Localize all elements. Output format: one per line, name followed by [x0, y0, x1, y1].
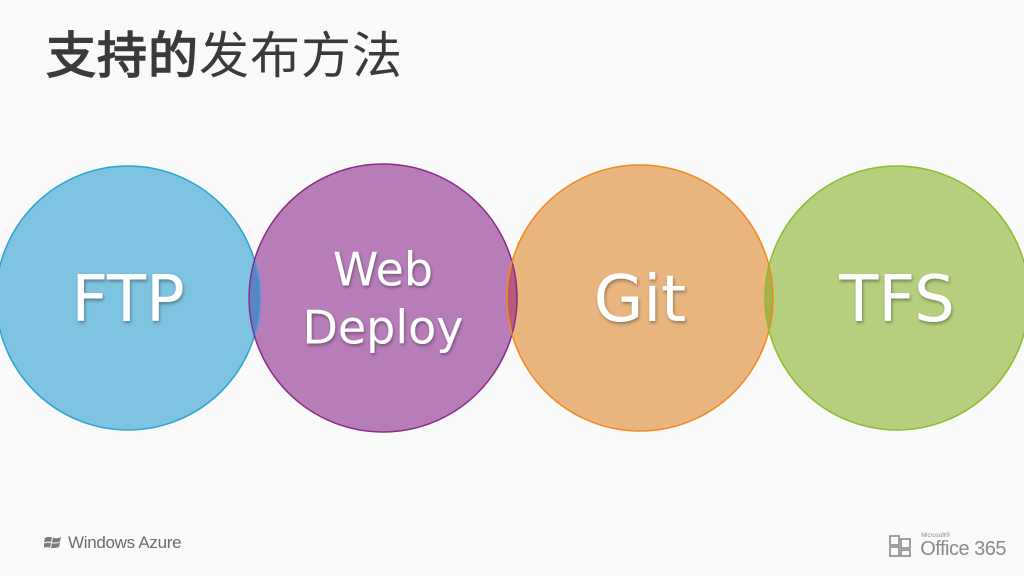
office-365-text: Office 365: [920, 538, 1006, 560]
label-ftp: FTP: [71, 263, 184, 337]
windows-azure-text: Windows Azure: [68, 533, 182, 552]
label-git: Git: [594, 263, 686, 337]
label-web-deploy-line: Deploy: [302, 301, 463, 355]
title-rest: 发布方法: [199, 27, 403, 85]
microsoft-small-text: Microsoft®: [921, 533, 950, 539]
circle-outline-ftp: [0, 165, 261, 431]
windows-azure-logo: Windows Azure: [44, 533, 182, 553]
circle-outline-tfs: [764, 165, 1024, 431]
circle-outline-git: [506, 164, 774, 432]
office-365-logo: Microsoft® Office 365: [888, 533, 1006, 559]
circle-outline-web-deploy: [248, 163, 518, 433]
label-tfs-line: TFS: [838, 263, 954, 337]
windows-flag-icon: [44, 536, 61, 548]
circle-web-deploy: [249, 164, 517, 432]
label-ftp-line: FTP: [71, 263, 184, 337]
label-git-line: Git: [594, 263, 686, 337]
label-web-deploy-line: Web: [333, 243, 433, 297]
circle-ftp: [0, 166, 260, 430]
circle-git: [507, 165, 773, 431]
page-title: 支持的发布方法: [46, 16, 403, 88]
label-tfs: TFS: [838, 263, 954, 337]
circle-tfs: [765, 166, 1024, 430]
title-bold: 支持的: [46, 27, 199, 85]
office-logo-icon: [889, 535, 911, 557]
